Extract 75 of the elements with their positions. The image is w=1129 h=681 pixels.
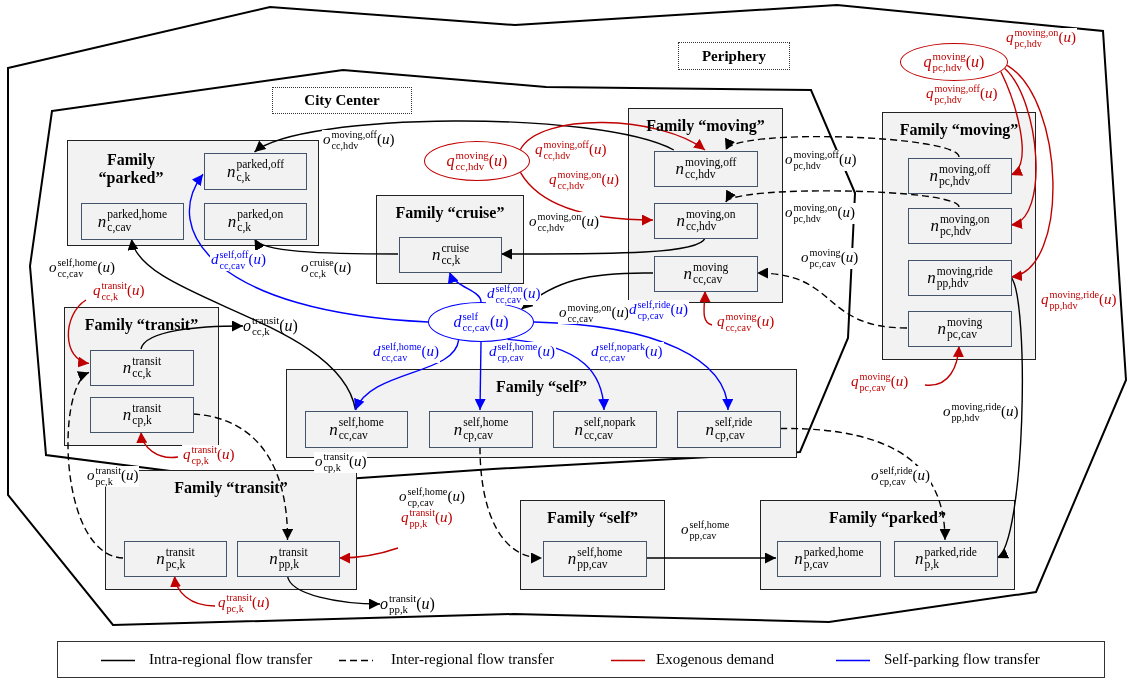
family-box — [882, 112, 1036, 360]
family-title: Family “moving” — [898, 121, 1020, 139]
arrow — [520, 272, 654, 310]
edge-label: d$^{self,home}$$_{cc,cav}$(u) — [372, 342, 440, 364]
family-box — [520, 500, 665, 590]
family-box — [376, 195, 524, 284]
legend-label: Exogenous demand — [656, 651, 774, 668]
edge-label: d$^{self,home}$$_{cp,cav}$(u) — [488, 342, 556, 364]
arrow — [448, 271, 482, 303]
edge-label: o$^{self,ride}$$_{cp,cav}$(u) — [870, 466, 932, 488]
family-box — [67, 140, 319, 246]
edge-label: d$^{self,off}$$_{cc,cav}$(u) — [210, 250, 267, 272]
arrow — [130, 238, 357, 411]
family-title: Family “moving” — [645, 117, 766, 135]
family-title: Family “self” — [545, 509, 640, 527]
region-label: Periphery — [678, 42, 790, 70]
arrow — [519, 171, 654, 226]
arrow — [1004, 67, 1037, 226]
arrow — [519, 121, 706, 151]
edge-label: q$^{transit}$$_{pc,k}$(u) — [217, 593, 271, 615]
arrow — [533, 321, 732, 411]
family-box — [64, 307, 219, 446]
family-box — [760, 500, 1015, 590]
edge-label: q$^{moving}$$_{pc,cav}$(u) — [850, 372, 910, 394]
arrow — [67, 371, 124, 559]
arrow — [479, 446, 543, 563]
family-title: Family “parked” — [828, 509, 947, 527]
edge-label: d$^{self,on}$$_{cc,cav}$(u) — [486, 284, 542, 306]
arrow — [996, 276, 1024, 559]
family-title: Family “parked” — [97, 151, 165, 187]
family-title: Family “self” — [494, 378, 589, 396]
arrow — [170, 575, 216, 607]
arrow — [67, 299, 90, 366]
arrow — [779, 427, 950, 541]
arrow — [189, 173, 429, 323]
arrow — [253, 120, 675, 153]
edge-label: d$^{self,ride}$$_{cp,cav}$(u) — [628, 300, 690, 322]
family-title: Family “transit” — [83, 316, 200, 334]
edge-label: o$^{moving}$$_{pc,cav}$(u) — [800, 248, 860, 270]
demand-ellipse: q$^{moving}$$_{pc,hdv}$(u) — [900, 43, 1008, 81]
edge-label: o$^{transit}$$_{pc,k}$(u) — [86, 466, 140, 488]
edge-label: o$^{transit}$$_{cp,k}$(u) — [314, 452, 368, 474]
edge-label: q$^{moving}$$_{cc,cav}$(u) — [716, 312, 776, 334]
arrow — [506, 338, 609, 411]
arrow — [725, 135, 960, 158]
arrow — [645, 552, 777, 564]
demand-ellipse: q$^{moving}$$_{cc,hdv}$(u) — [424, 141, 530, 181]
arrow — [1006, 64, 1054, 279]
arrow — [756, 268, 908, 329]
arrow — [354, 339, 460, 411]
arrow — [286, 575, 381, 610]
outflow-label: o$^{transit}$$_{cc,k}$(u) — [243, 312, 323, 340]
arrow — [140, 320, 244, 350]
edge-label: o$^{cruise}$$_{cc,k}$(u) — [300, 258, 353, 280]
arrow — [1000, 70, 1024, 176]
edge-label: o$^{self,home}$$_{cp,cav}$(u) — [398, 487, 466, 509]
edge-label: o$^{self,home}$$_{cc,cav}$(u) — [48, 258, 116, 280]
arrow — [137, 431, 179, 459]
arrow — [474, 341, 486, 411]
family-title: Family “cruise” — [394, 204, 506, 222]
arrow — [699, 290, 713, 326]
edge-label: q$^{transit}$$_{pp,k}$(u) — [400, 508, 454, 530]
arrow — [338, 547, 399, 564]
legend-label: Intra-regional flow transfer — [149, 651, 313, 668]
edge-label: q$^{transit}$$_{cp,k}$(u) — [182, 445, 236, 467]
edge-label: q$^{transit}$$_{cc,k}$(u) — [92, 281, 146, 303]
arrow — [192, 413, 293, 541]
arrow — [500, 237, 706, 260]
arrow — [725, 190, 960, 208]
legend-label: Inter-regional flow transfer — [391, 651, 554, 668]
arrow — [253, 238, 399, 255]
outflow-label: o$^{transit}$$_{pp,k}$(u) — [380, 590, 460, 618]
region-label: City Center — [272, 87, 412, 114]
legend-label: Self-parking flow transfer — [884, 651, 1040, 668]
arrow — [924, 345, 964, 386]
